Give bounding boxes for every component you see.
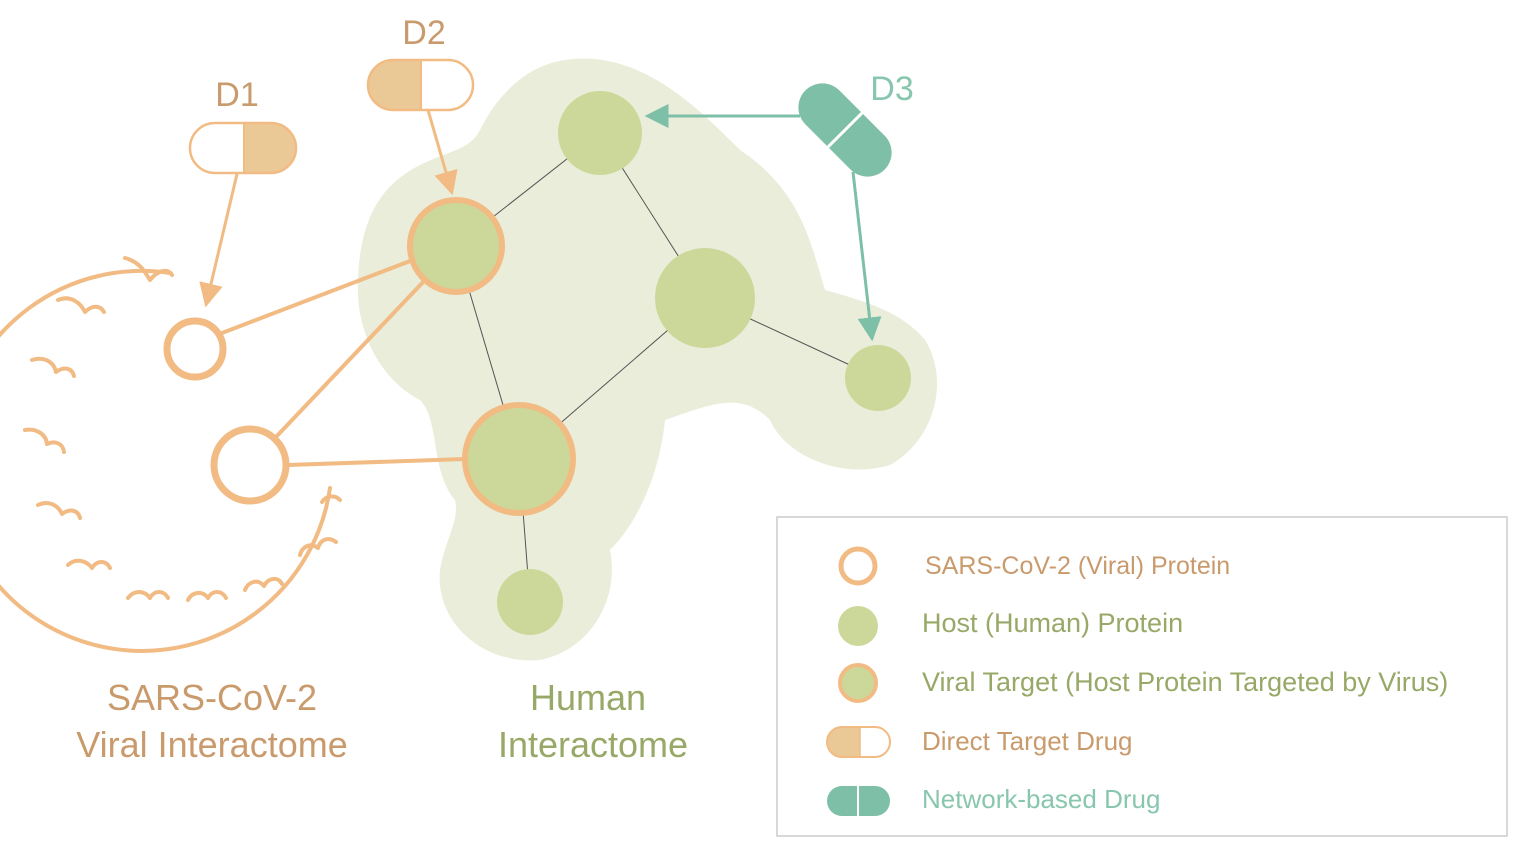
legend-direct-drug-label: Direct Target Drug — [922, 726, 1133, 756]
d3-pill-icon — [798, 83, 892, 177]
legend-host-protein-label: Host (Human) Protein — [922, 608, 1183, 638]
viral-proteins — [163, 317, 290, 505]
viral-interactome-title-line1: SARS-CoV-2 — [107, 677, 317, 718]
host-protein-node — [497, 569, 563, 635]
edge-viral1-target1 — [221, 256, 419, 335]
legend-viral-protein-label: SARS-CoV-2 (Viral) Protein — [925, 552, 1230, 580]
viral-target-node — [407, 197, 505, 295]
viral-protein-node — [210, 425, 290, 505]
viral-interactome-title-line2: Viral Interactome — [76, 724, 347, 765]
d1-arrow — [199, 173, 239, 308]
edge-viral2-target1 — [273, 278, 427, 440]
host-proteins — [497, 91, 911, 635]
legend-box — [776, 516, 1508, 837]
d1-pill-icon — [188, 121, 298, 175]
host-protein-node — [655, 248, 755, 348]
virus-outline — [0, 256, 342, 653]
d2-label: D2 — [402, 14, 445, 52]
legend: SARS-CoV-2 (Viral) Protein Host (Human) … — [776, 516, 1508, 837]
host-protein-node — [845, 345, 911, 411]
legend-direct-drug-icon — [826, 726, 891, 758]
legend-network-drug-icon — [827, 786, 890, 816]
human-interactome-title-line1: Human — [530, 677, 646, 718]
d2-pill-icon — [366, 58, 475, 112]
d1-label: D1 — [215, 76, 258, 114]
d3-arrow-to-host2 — [851, 171, 882, 342]
human-interactome-title-line2: Interactome — [498, 724, 688, 765]
legend-viral-target-label: Viral Target (Host Protein Targeted by V… — [922, 667, 1448, 697]
d3-label: D3 — [870, 70, 913, 108]
legend-viral-protein-icon — [838, 546, 878, 586]
legend-network-drug-label: Network-based Drug — [922, 784, 1160, 814]
legend-viral-target-icon — [838, 663, 878, 703]
d2-arrow — [426, 109, 458, 196]
host-protein-node — [558, 91, 642, 175]
legend-host-protein-icon — [838, 606, 878, 646]
viral-protein-node — [163, 317, 227, 381]
viral-target-node — [462, 402, 576, 516]
viral-host-edges — [221, 256, 466, 467]
viral-targets — [407, 197, 576, 516]
edge-viral2-target2 — [287, 457, 466, 467]
